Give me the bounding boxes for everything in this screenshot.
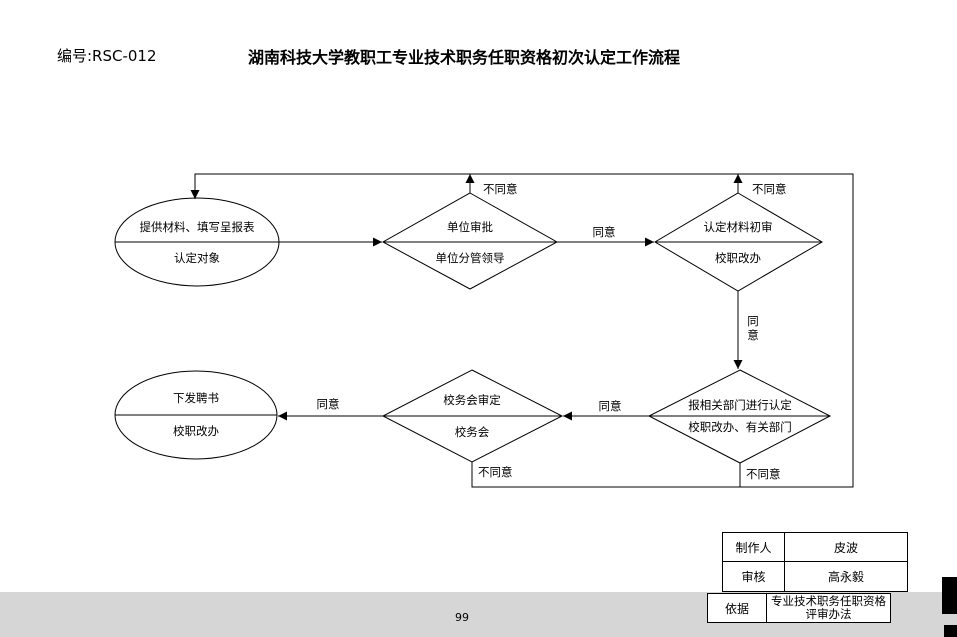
- info-table: 制作人 皮波 审核 高永毅: [722, 532, 908, 592]
- page-title: 湖南科技大学教职工专业技术职务任职资格初次认定工作流程: [248, 48, 681, 67]
- unit-approval-title: 单位审批: [447, 220, 493, 234]
- label-reject-1: 不同意: [483, 182, 518, 196]
- school-review-title: 校务会审定: [443, 393, 501, 407]
- maker-value: 皮波: [784, 532, 908, 562]
- start-node: 提供材料、填写呈报表 认定对象: [114, 197, 280, 287]
- label-agree-3: 同意: [599, 399, 622, 413]
- dept-certification-node: 报相关部门进行认定 校职改办、有关部门: [647, 369, 832, 464]
- page-number: 99: [455, 611, 469, 624]
- reject-loop: [190, 173, 854, 488]
- school-review-role: 校务会: [455, 425, 490, 439]
- basis-label: 依据: [707, 593, 767, 623]
- basis-value-line2: 评审办法: [805, 607, 852, 621]
- label-agree-4: 同意: [317, 397, 340, 411]
- issue-cert-role: 校职改办: [173, 424, 219, 438]
- basis-row: 依据 专业技术职务任职资格 评审办法: [707, 593, 891, 623]
- start-node-title: 提供材料、填写呈报表: [140, 220, 255, 234]
- reviewer-value: 高永毅: [784, 561, 908, 592]
- label-reject-4: 不同意: [746, 467, 781, 481]
- reviewer-label: 审核: [722, 561, 785, 592]
- issue-cert-title: 下发聘书: [173, 391, 219, 405]
- basis-value: 专业技术职务任职资格 评审办法: [766, 593, 891, 623]
- label-agree-1: 同意: [593, 225, 616, 239]
- corner-block: [942, 577, 957, 614]
- dept-certification-role: 校职改办、有关部门: [688, 420, 792, 434]
- label-reject-3: 不同意: [478, 465, 513, 479]
- label-agree-2a: 同: [747, 314, 759, 328]
- document-code: 编号:RSC-012: [57, 47, 157, 65]
- school-review-node: 校务会审定 校务会: [381, 369, 564, 463]
- corner-mark: [944, 625, 957, 637]
- label-reject-2: 不同意: [752, 182, 787, 196]
- basis-value-line1: 专业技术职务任职资格: [771, 594, 886, 608]
- label-agree-2b: 意: [747, 328, 759, 342]
- reject-school-loop: [471, 462, 740, 488]
- initial-review-node: 认定材料初审 校职改办: [654, 192, 823, 292]
- dept-certification-title: 报相关部门进行认定: [688, 398, 792, 412]
- initial-review-role: 校职改办: [715, 251, 761, 265]
- start-node-role: 认定对象: [174, 251, 220, 265]
- unit-approval-node: 单位审批 单位分管领导: [381, 192, 559, 290]
- maker-label: 制作人: [722, 532, 785, 562]
- issue-cert-node: 下发聘书 校职改办: [114, 370, 278, 460]
- unit-approval-role: 单位分管领导: [436, 251, 505, 265]
- initial-review-title: 认定材料初审: [704, 220, 773, 234]
